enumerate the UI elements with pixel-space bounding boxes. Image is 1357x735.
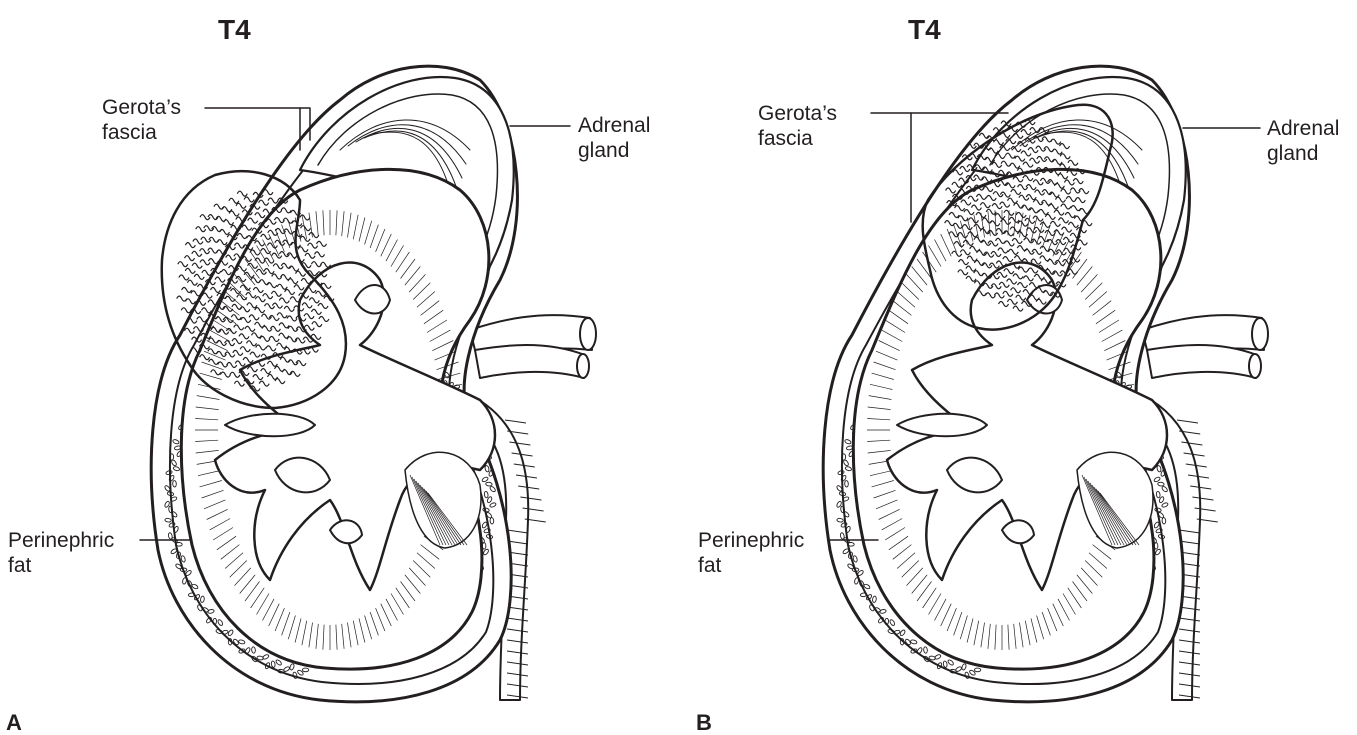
panel-a-letter: A bbox=[6, 712, 22, 734]
perinephric-fat-label-a: Perinephric fat bbox=[8, 528, 114, 578]
gerotas-fascia-label-a-line2: fascia bbox=[102, 120, 181, 145]
perinephric-fat-label-b: Perinephric fat bbox=[698, 528, 804, 578]
perinephric-fat-label-a-line1: Perinephric bbox=[8, 528, 114, 553]
gerotas-fascia-label-b-line2: fascia bbox=[758, 126, 837, 151]
perinephric-fat-label-a-line2: fat bbox=[8, 553, 114, 578]
adrenal-gland-label-b-line1: Adrenal bbox=[1267, 116, 1339, 141]
adrenal-gland-label-a-line2: gland bbox=[578, 138, 650, 163]
adrenal-gland-label-b-line2: gland bbox=[1267, 141, 1339, 166]
adrenal-gland-label-a-line1: Adrenal bbox=[578, 113, 650, 138]
panel-b-letter: B bbox=[696, 712, 712, 734]
gerotas-fascia-label-b: Gerota’s fascia bbox=[758, 101, 837, 151]
perinephric-fat-label-b-line1: Perinephric bbox=[698, 528, 804, 553]
gerotas-fascia-label-b-line1: Gerota’s bbox=[758, 101, 837, 126]
panel-b: T4 Gerota’s fascia Adrenal gland Perinep… bbox=[678, 0, 1356, 734]
renal-vein-b bbox=[1147, 345, 1257, 378]
adrenal-gland-label-b: Adrenal gland bbox=[1267, 116, 1339, 166]
panel-a-title: T4 bbox=[218, 16, 251, 44]
adrenal-gland-label-a: Adrenal gland bbox=[578, 113, 650, 163]
perinephric-fat-label-b-line2: fat bbox=[698, 553, 804, 578]
panel-b-title: T4 bbox=[908, 16, 941, 44]
gerotas-fascia-label-a-line1: Gerota’s bbox=[102, 95, 181, 120]
panel-a: T4 Gerota’s fascia Adrenal gland Perinep… bbox=[0, 0, 678, 734]
gerotas-fascia-label-a: Gerota’s fascia bbox=[102, 95, 181, 145]
renal-vein-a bbox=[475, 345, 585, 378]
